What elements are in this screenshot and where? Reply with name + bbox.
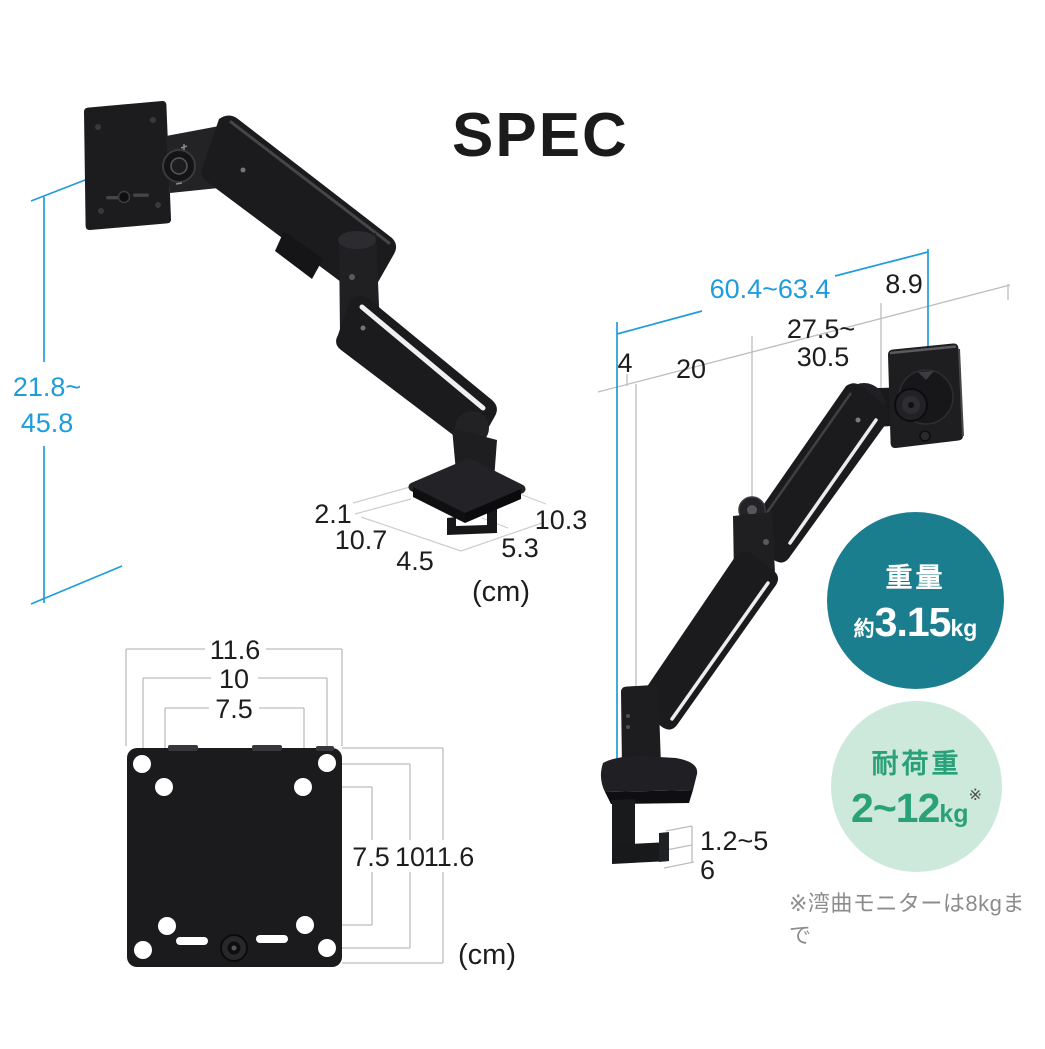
vesa-hole (134, 941, 152, 959)
dim-label-total-reach: 60.4~63.4 (710, 274, 831, 304)
vesa-hole (318, 754, 336, 772)
weight-badge-label: 重量 (885, 562, 946, 593)
dim-label-clamp-width: 4.5 (396, 546, 434, 576)
base-dimension-lines (352, 486, 547, 552)
weight-unit: kg (950, 614, 978, 641)
dim-label-vesa-top-2: 7.5 (215, 694, 253, 724)
vesa-slot (256, 935, 288, 943)
vesa-hole (318, 939, 336, 957)
load-asterisk-mark: ※ (968, 786, 982, 804)
dim-label-vesa-side-2: 11.6 (424, 842, 475, 872)
desk-clamp (447, 507, 497, 535)
vesa-plate-illustration (127, 745, 342, 967)
left-arm-diagram: 21.8~ 45.8 2.1 10.7 4.5 5.3 10.3 (cm) (13, 100, 588, 608)
height-dimension-lines (30, 167, 123, 605)
dim-label-clamp-depth: 5.3 (501, 533, 539, 563)
left-arm-illustration (84, 100, 526, 535)
vesa-hole (294, 778, 312, 796)
unit-label-left: (cm) (472, 576, 530, 608)
clamp-bracket (612, 799, 635, 854)
dim-label-arm-lower: 20 (676, 354, 706, 384)
load-badge: 耐荷重 2~12kg※ (831, 701, 1002, 872)
right-arm-diagram: 60.4~63.4 4 20 27.5~ 30.5 8.9 1.2~5 6 (597, 249, 1011, 885)
right-blue-dimension-lines (616, 249, 929, 764)
lower-arm (336, 296, 497, 447)
unit-label-vesa: (cm) (458, 939, 516, 971)
footnote: ※湾曲モニターは8kgまで (789, 891, 1025, 948)
dim-label-base-depth-right: 10.3 (535, 505, 588, 535)
vesa-plate (127, 748, 342, 967)
right-dimension-lines (597, 284, 1011, 869)
dim-label-arm-upper-2: 30.5 (797, 342, 850, 372)
vesa-plate-diagram: 11.6 10 7.5 7.5 10 11.6 (cm) (125, 635, 516, 971)
dim-label-clamp-range: 1.2~5 (700, 826, 768, 856)
clamp-body (600, 756, 698, 792)
dim-label-head-depth: 8.9 (885, 269, 923, 299)
weight-prefix: 約 (853, 617, 875, 641)
dim-label-vesa-side-0: 7.5 (352, 842, 390, 872)
dim-label-base-thickness: 2.1 (314, 499, 352, 529)
lower-arm (637, 551, 779, 730)
dim-label-clamp-total: 6 (700, 855, 715, 885)
weight-badge: 重量 約3.15kg (827, 512, 1004, 689)
vesa-slot (176, 937, 208, 945)
vesa-hole (158, 917, 176, 935)
weight-badge-value-row: 約3.15kg (854, 599, 978, 646)
dim-label-vesa-side-1: 10 (395, 842, 425, 872)
dim-label-height-1: 21.8~ (13, 372, 81, 402)
dim-label-vesa-top-0: 11.6 (210, 635, 261, 665)
vesa-hole (155, 778, 173, 796)
right-arm-illustration (600, 343, 964, 864)
vesa-hole (133, 755, 151, 773)
dim-label-vesa-top-1: 10 (219, 664, 249, 694)
weight-value: 3.15 (874, 598, 952, 645)
vesa-plate-front (84, 100, 172, 231)
page-title: SPEC (452, 101, 629, 170)
base-column (621, 684, 661, 768)
dim-label-arm-upper-1: 27.5~ (787, 314, 855, 344)
cable-clip (275, 231, 323, 279)
dim-label-height-2: 45.8 (21, 408, 74, 438)
vesa-hole (296, 916, 314, 934)
load-unit: kg (939, 799, 969, 828)
dim-label-base-depth-left: 10.7 (335, 525, 388, 555)
load-value: 2~12 (851, 784, 940, 831)
dim-label-offset: 4 (617, 348, 632, 378)
upper-arm (745, 383, 891, 563)
load-badge-value-row: 2~12kg※ (851, 785, 982, 832)
load-badge-label: 耐荷重 (871, 748, 962, 779)
